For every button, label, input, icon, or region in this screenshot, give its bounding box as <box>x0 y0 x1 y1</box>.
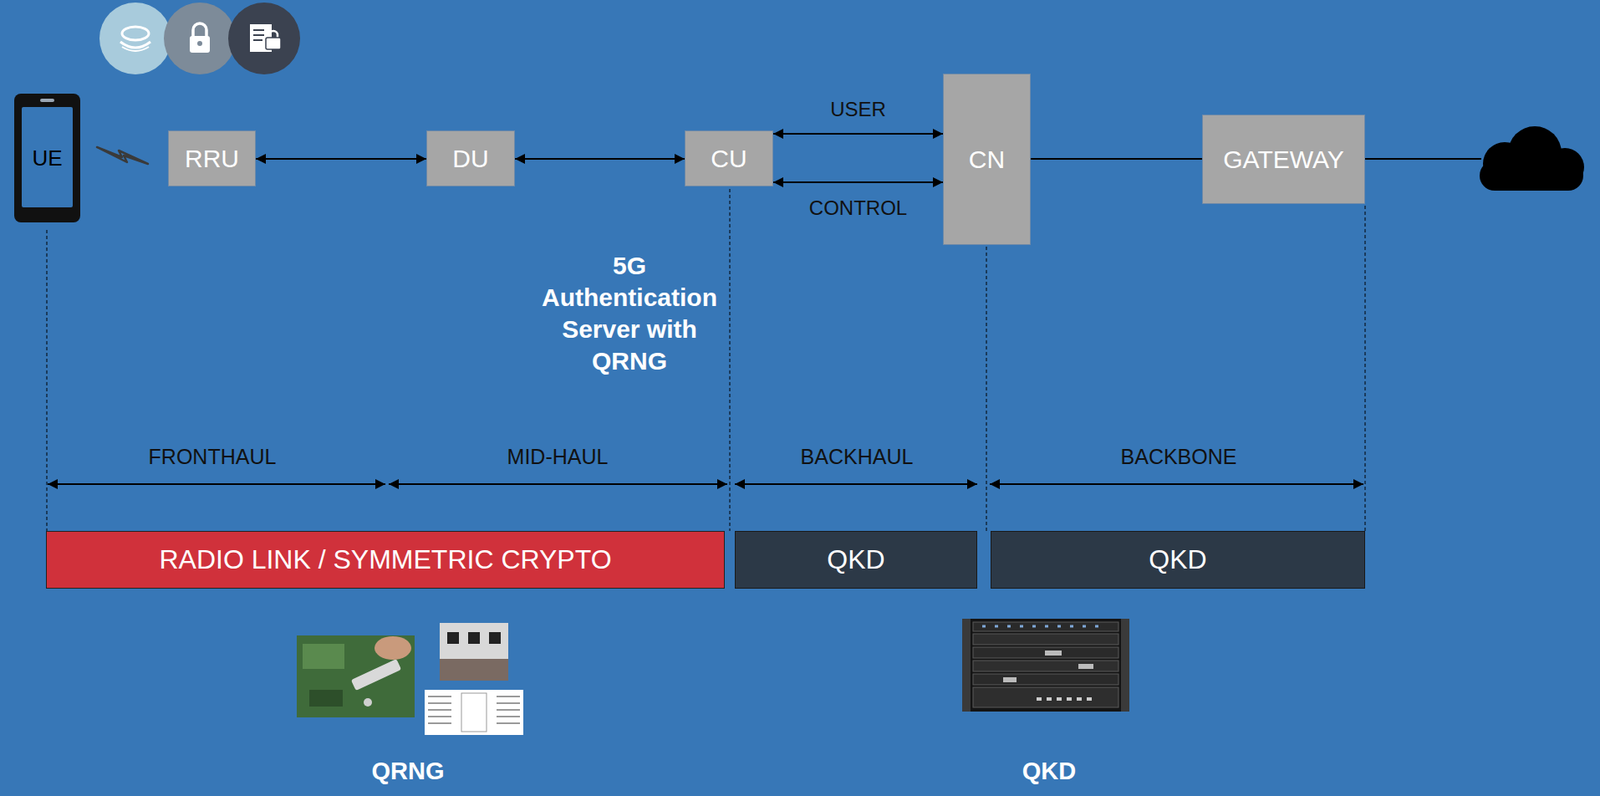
binary-line <box>253 39 263 41</box>
connector <box>773 181 943 184</box>
pcb-detail <box>302 643 345 669</box>
node-text: RRU <box>184 144 240 174</box>
rack-rail <box>1121 618 1130 712</box>
screen <box>21 107 73 208</box>
boundary-line <box>1365 205 1366 531</box>
keyhole <box>197 40 203 46</box>
span-arrow <box>388 483 728 485</box>
speaker <box>40 98 55 102</box>
pin-lines <box>428 696 520 724</box>
connector <box>773 132 943 135</box>
port-row <box>1036 697 1092 701</box>
icon-circle <box>163 2 236 75</box>
connector <box>1030 157 1203 160</box>
rack-unit <box>973 687 1119 708</box>
chip <box>447 631 459 644</box>
panel-detail <box>1078 663 1094 669</box>
boundary-line <box>46 229 48 531</box>
node-text: RADIO LINK / SYMMETRIC CRYPTO <box>158 544 612 576</box>
panel-detail <box>1003 677 1017 683</box>
rack-unit <box>973 673 1119 685</box>
node-text: UE <box>31 145 62 172</box>
security-band: QKD <box>990 530 1366 589</box>
binary-line <box>253 34 265 36</box>
node-text: CU <box>710 144 747 174</box>
span-label: MID-HAUL <box>507 444 609 469</box>
chip-outline <box>461 692 487 732</box>
chip-photo <box>439 622 509 681</box>
icon-circle <box>99 2 172 75</box>
picture-caption: QKD <box>1022 757 1076 785</box>
span-label: FRONTHAUL <box>148 444 277 469</box>
security-band: QKD <box>734 530 978 589</box>
network-box: CU <box>684 130 774 187</box>
padlock-body <box>189 35 210 53</box>
picture-caption: QRNG <box>371 757 445 785</box>
rack-unit <box>973 660 1119 672</box>
node-text: QKD <box>826 544 885 576</box>
rack-unit <box>973 647 1119 658</box>
connector-label: CONTROL <box>809 196 908 220</box>
qkd-rack <box>962 618 1130 712</box>
icon-circle <box>228 2 301 75</box>
span-arrow <box>47 483 386 485</box>
cloud-symbol <box>1479 126 1585 191</box>
network-box: CN <box>942 73 1031 245</box>
cloud-part <box>1545 147 1585 187</box>
span-label: BACKBONE <box>1121 444 1238 469</box>
padlock-shackle <box>193 23 207 37</box>
connector <box>255 157 427 160</box>
padlock-body <box>265 37 281 50</box>
network-box: RRU <box>168 130 256 187</box>
chip-tray <box>439 658 509 681</box>
node-text: DU <box>452 144 489 174</box>
network-box: DU <box>426 130 515 187</box>
hand <box>374 636 412 660</box>
boundary-line <box>986 246 988 531</box>
span-arrow <box>734 483 978 485</box>
server-note: 5G Authentication Server with QRNG <box>540 249 720 378</box>
pin-diagram <box>424 689 524 735</box>
pin-diagram <box>424 689 524 735</box>
hand-symbol <box>122 46 149 51</box>
chip <box>468 631 480 644</box>
rack-unit <box>973 621 1119 632</box>
connector-label: USER <box>830 97 887 122</box>
security-band: RADIO LINK / SYMMETRIC CRYPTO <box>45 530 725 589</box>
rack-rail <box>962 618 971 712</box>
binary-line <box>253 29 265 31</box>
span-label: BACKHAUL <box>800 444 914 469</box>
rack-unit <box>973 633 1119 645</box>
connector <box>514 157 685 160</box>
port-leds <box>982 625 1099 628</box>
rack-frame <box>962 618 1130 712</box>
node-text: QKD <box>1148 544 1207 576</box>
qrng-photo <box>296 635 415 718</box>
coin-symbol <box>122 26 149 41</box>
node-text: CN <box>968 145 1005 174</box>
chip-photo <box>439 622 509 681</box>
usb-stick <box>351 658 402 691</box>
pcb-detail <box>363 698 372 707</box>
pcb-photo <box>296 635 415 718</box>
hand-symbol <box>120 41 151 48</box>
boundary-line <box>729 188 731 531</box>
link-line <box>1365 157 1482 160</box>
network-box: GATEWAY <box>1202 114 1366 204</box>
radio-symbol <box>96 147 148 164</box>
chip <box>489 631 501 644</box>
device: UE <box>14 93 81 223</box>
span-arrow <box>989 483 1364 485</box>
node-text: GATEWAY <box>1222 145 1344 174</box>
panel-detail <box>1044 650 1062 656</box>
pcb-detail <box>309 689 343 707</box>
